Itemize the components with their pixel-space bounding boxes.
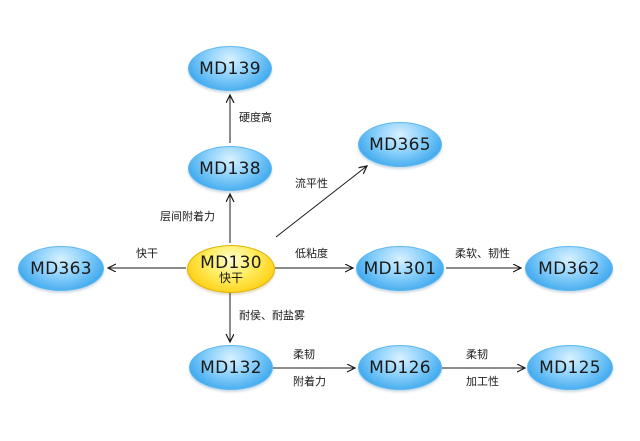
edge-label-md126-top: 柔韧 — [293, 348, 315, 361]
node-md139-label: MD139 — [199, 58, 261, 79]
node-md132: MD132 — [189, 345, 273, 390]
node-md126: MD126 — [358, 345, 442, 390]
node-md365-label: MD365 — [369, 134, 431, 155]
node-md126-label: MD126 — [369, 357, 431, 378]
edge-label-md125-bottom: 加工性 — [466, 375, 499, 388]
node-md362: MD362 — [525, 246, 613, 291]
edge-label-md126-bottom: 附着力 — [293, 375, 326, 388]
node-md362-label: MD362 — [538, 258, 600, 279]
node-md1301-label: MD1301 — [363, 258, 437, 279]
node-md139: MD139 — [188, 46, 272, 91]
node-md130-label: MD130 — [200, 252, 262, 273]
node-md1301: MD1301 — [356, 246, 444, 291]
node-md138-label: MD138 — [199, 158, 261, 179]
edge-label-md1301: 低粘度 — [295, 247, 328, 260]
node-md125: MD125 — [527, 345, 613, 390]
edge-label-md125-top: 柔韧 — [466, 348, 488, 361]
edge-label-md363: 快干 — [136, 247, 158, 260]
node-md363: MD363 — [18, 246, 104, 291]
node-md130: MD130 快干 — [187, 245, 275, 293]
edge-label-md139: 硬度高 — [239, 111, 272, 124]
edge-label-md365: 流平性 — [295, 177, 328, 190]
node-md365: MD365 — [358, 122, 442, 167]
node-md125-label: MD125 — [539, 357, 601, 378]
edge-label-md362: 柔软、韧性 — [455, 247, 510, 260]
node-md132-label: MD132 — [200, 357, 262, 378]
edge-label-md138: 层间附着力 — [160, 210, 215, 223]
edge-arrow-md130-md365 — [275, 166, 367, 238]
edge-label-md132: 耐侯、耐盐雾 — [239, 309, 305, 322]
node-md363-label: MD363 — [30, 258, 92, 279]
node-md138: MD138 — [188, 146, 272, 191]
node-md130-sublabel: 快干 — [218, 270, 243, 285]
